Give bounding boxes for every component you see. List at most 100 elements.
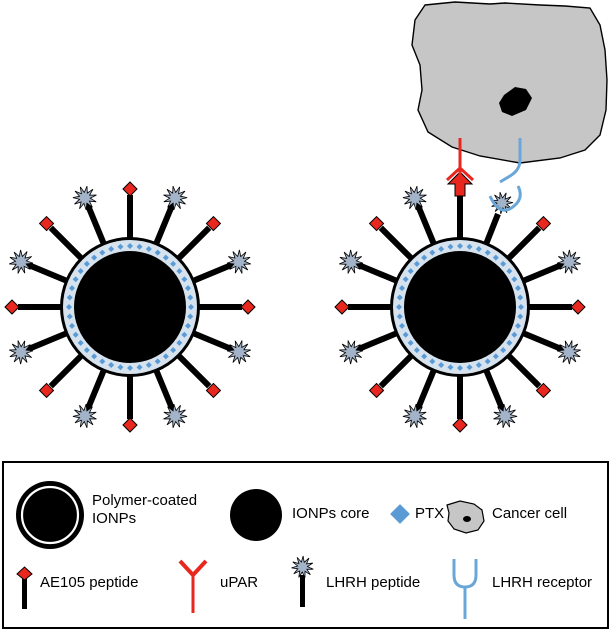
- ae105-peptide: [122, 417, 138, 433]
- ptx-molecule: [77, 339, 84, 346]
- ptx-molecule: [66, 304, 72, 310]
- ptx-molecule: [413, 347, 420, 354]
- ptx-molecule: [145, 362, 152, 369]
- ptx-molecule: [457, 243, 463, 249]
- ligand-stick: [505, 352, 542, 389]
- legend-label-lhrh-receptor: LHRH receptor: [492, 574, 593, 591]
- lhrh-peptide: [402, 403, 427, 428]
- ligand-stick: [521, 330, 565, 353]
- ptx-molecule: [176, 268, 183, 275]
- ligand-stick: [48, 225, 85, 262]
- ligand-stick: [175, 225, 212, 262]
- ligand-stick: [191, 330, 235, 353]
- ptx-molecule: [447, 243, 454, 250]
- ptx-molecule: [506, 268, 513, 275]
- ptx-molecule: [475, 362, 482, 369]
- ptx-molecule: [517, 294, 524, 301]
- ptx-molecule: [438, 245, 445, 252]
- ligand-stick: [25, 261, 69, 284]
- ptx-diamond-icon: [390, 504, 410, 524]
- ptx-molecule: [398, 285, 405, 292]
- ptx-molecule: [500, 347, 507, 354]
- ptx-molecule: [511, 331, 518, 338]
- ae105-peptide: [452, 417, 468, 433]
- upar-receptor-icon: [178, 559, 208, 613]
- lhrh-peptide: [9, 340, 34, 365]
- ligand-stick: [355, 330, 399, 353]
- ligand-stick: [414, 368, 437, 412]
- ae105-peptide: [240, 299, 256, 315]
- ptx-molecule: [188, 304, 194, 310]
- ae105-peptide: [334, 299, 350, 315]
- ptx-molecule: [492, 254, 499, 261]
- ptx-molecule: [506, 339, 513, 346]
- lhrh-peptide: [72, 186, 97, 211]
- ae105-peptide: [4, 299, 20, 315]
- ptx-molecule: [402, 276, 409, 283]
- ptx-molecule: [407, 268, 414, 275]
- ptx-molecule: [162, 353, 169, 360]
- cancer-cell: [411, 1, 608, 164]
- ptx-molecule: [500, 260, 507, 267]
- ptx-molecule: [396, 304, 402, 310]
- ptx-molecule: [515, 285, 522, 292]
- ptx-molecule: [484, 358, 491, 365]
- ptx-molecule: [421, 353, 428, 360]
- ptx-molecule: [187, 313, 194, 320]
- ligand-stick: [414, 202, 437, 246]
- ae105-peptide: [38, 382, 55, 399]
- ae105-peptide: [38, 215, 55, 232]
- ptx-molecule: [429, 249, 436, 256]
- ligand-stick: [25, 330, 69, 353]
- ae105-peptide: [205, 215, 222, 232]
- ptx-molecule: [77, 268, 84, 275]
- ligand-stick: [505, 225, 542, 262]
- ptx-molecule: [91, 254, 98, 261]
- ptx-molecule: [421, 254, 428, 261]
- ptx-molecule: [66, 294, 73, 301]
- ae105-peptide: [570, 299, 586, 315]
- ptx-molecule: [518, 304, 524, 310]
- ptx-molecule: [145, 245, 152, 252]
- legend-label-lhrh-peptide: LHRH peptide: [326, 574, 421, 591]
- ptx-molecule: [515, 322, 522, 329]
- legend: Polymer-coated IONPs IONPs core PTX Canc…: [2, 461, 609, 629]
- ptx-molecule: [484, 249, 491, 256]
- ptx-molecule: [407, 339, 414, 346]
- legend-label-ae105-peptide: AE105 peptide: [40, 574, 139, 591]
- ptx-molecule: [475, 245, 482, 252]
- ptx-molecule: [83, 347, 90, 354]
- lhrh-peptide: [226, 340, 251, 365]
- lhrh-receptor-icon: [452, 559, 478, 619]
- ligand-stick: [84, 368, 107, 412]
- ptx-molecule: [176, 339, 183, 346]
- ptx-molecule: [154, 249, 161, 256]
- ptx-molecule: [72, 331, 79, 338]
- lhrh-peptide: [493, 403, 518, 428]
- ptx-molecule: [99, 358, 106, 365]
- ae105-peptide-bound: [446, 171, 474, 197]
- cancer-cell-icon: [446, 500, 485, 534]
- ptx-molecule: [170, 347, 177, 354]
- ptx-molecule: [170, 260, 177, 267]
- lhrh-peptide-icon: [291, 555, 314, 607]
- ptx-molecule: [117, 243, 124, 250]
- ligand-stick: [175, 352, 212, 389]
- ae105-peptide: [368, 215, 385, 232]
- ptx-molecule: [517, 313, 524, 320]
- ae105-peptide: [535, 382, 552, 399]
- ae105-peptide: [368, 382, 385, 399]
- ptx-molecule: [438, 362, 445, 369]
- ptx-molecule: [492, 353, 499, 360]
- ptx-molecule: [68, 285, 75, 292]
- lhrh-receptor-bound: [488, 138, 522, 212]
- lhrh-peptide: [163, 403, 188, 428]
- ligand-stick: [48, 352, 85, 389]
- legend-label-polymer-coated-ionps: Polymer-coated IONPs: [92, 492, 198, 527]
- ptx-molecule: [413, 260, 420, 267]
- ptx-molecule: [108, 245, 115, 252]
- ligand-stick: [153, 368, 176, 412]
- ptx-molecule: [127, 243, 133, 249]
- ptx-molecule: [447, 364, 454, 371]
- nanoparticle-icon: [16, 481, 84, 549]
